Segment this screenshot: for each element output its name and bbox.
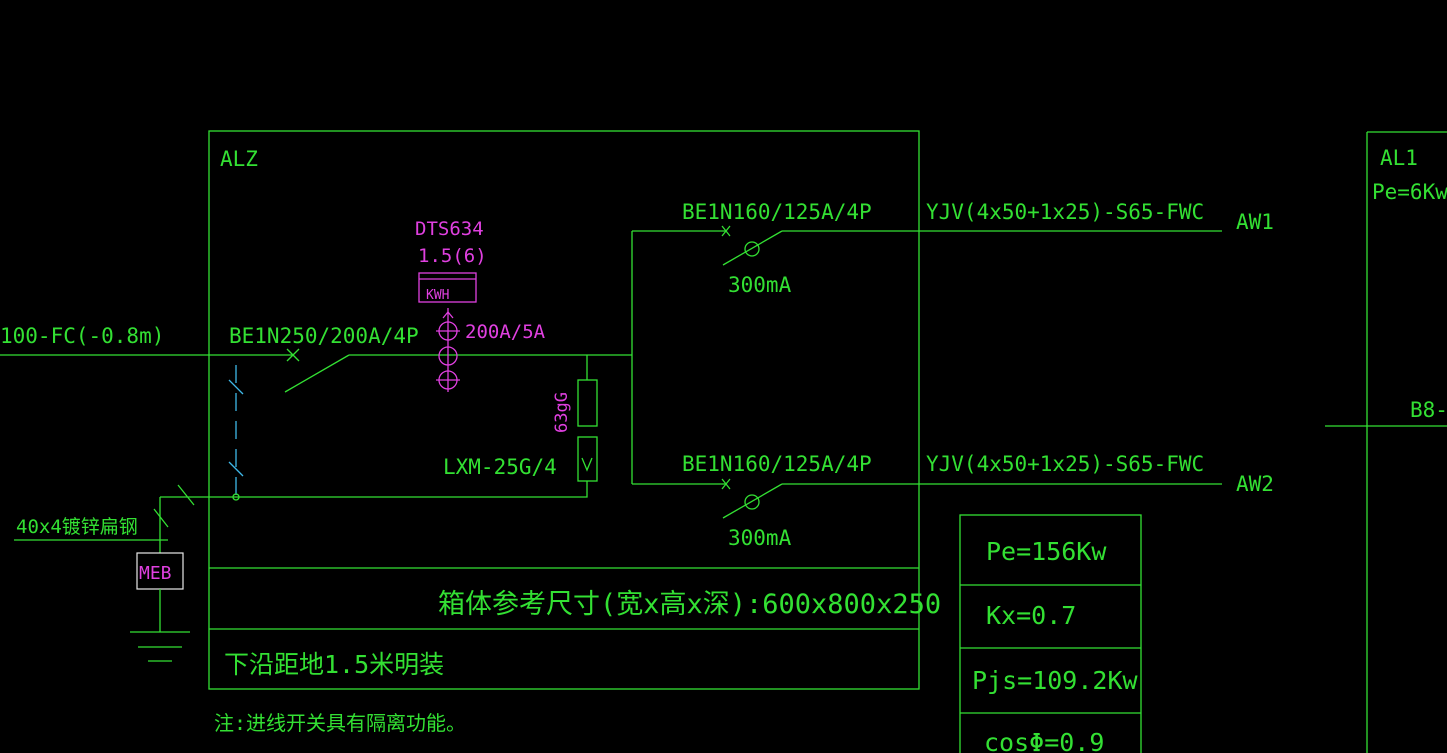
circuit-aw1 xyxy=(632,225,1222,266)
aw1-tag[interactable]: AW1 xyxy=(1236,210,1274,234)
load-pe: Pe=156Kw xyxy=(986,537,1107,566)
fuse-symbol xyxy=(577,379,598,427)
ct-ratio-label: 200A/5A xyxy=(465,321,546,343)
ground-conductor-label: 40x4镀锌扁钢 xyxy=(16,516,138,538)
incoming-cable-label: 100-FC(-0.8m) xyxy=(0,324,164,348)
panel-name: ALZ xyxy=(220,147,258,171)
current-transformer-icon xyxy=(436,308,460,392)
meter-model: DTS634 xyxy=(415,218,484,240)
meter-rating: 1.5(6) xyxy=(418,245,487,267)
load-cos: cosΦ=0.9 xyxy=(984,728,1104,753)
meb-label: MEB xyxy=(139,563,172,584)
aw2-tag[interactable]: AW2 xyxy=(1236,472,1274,496)
al1-pe: Pe=6Kw xyxy=(1372,180,1447,204)
load-calc-table xyxy=(959,514,1142,753)
earth-symbol xyxy=(130,589,190,662)
spd-symbol xyxy=(577,436,598,482)
aw1-breaker-label: BE1N160/125A/4P xyxy=(682,200,872,224)
al1-cable-label: B8- xyxy=(1410,398,1447,422)
aw2-breaker-label: BE1N160/125A/4P xyxy=(682,452,872,476)
aw1-rcd-label: 300mA xyxy=(728,273,792,297)
load-kx: Kx=0.7 xyxy=(986,601,1076,630)
mounting-label: 下沿距地1.5米明装 xyxy=(224,650,444,679)
main-breaker-symbol xyxy=(284,348,350,393)
aw1-cable-label: YJV(4x50+1x25)-S65-FWC xyxy=(926,200,1204,224)
al1-name: AL1 xyxy=(1380,146,1418,170)
aw2-cable-label: YJV(4x50+1x25)-S65-FWC xyxy=(926,452,1204,476)
svg-text:KWH: KWH xyxy=(426,288,449,303)
panel-al1-frame xyxy=(1325,131,1447,753)
fuse-label: 63gG xyxy=(552,392,572,433)
kwh-meter-icon: KWH xyxy=(418,272,477,303)
enclosure-size-label: 箱体参考尺寸(宽x高x深):600x800x250 xyxy=(438,589,941,620)
aw2-rcd-label: 300mA xyxy=(728,526,792,550)
main-breaker-label: BE1N250/200A/4P xyxy=(229,324,419,348)
spd-ground-line xyxy=(236,481,588,498)
ground-conductor-symbol xyxy=(14,484,195,553)
panel-alz-frame xyxy=(208,130,920,690)
spd-label: LXM-25G/4 xyxy=(443,455,557,479)
isolation-note: 注:进线开关具有隔离功能。 xyxy=(214,711,466,735)
circuit-aw2 xyxy=(632,478,1222,519)
load-pjs: Pjs=109.2Kw xyxy=(972,666,1139,695)
